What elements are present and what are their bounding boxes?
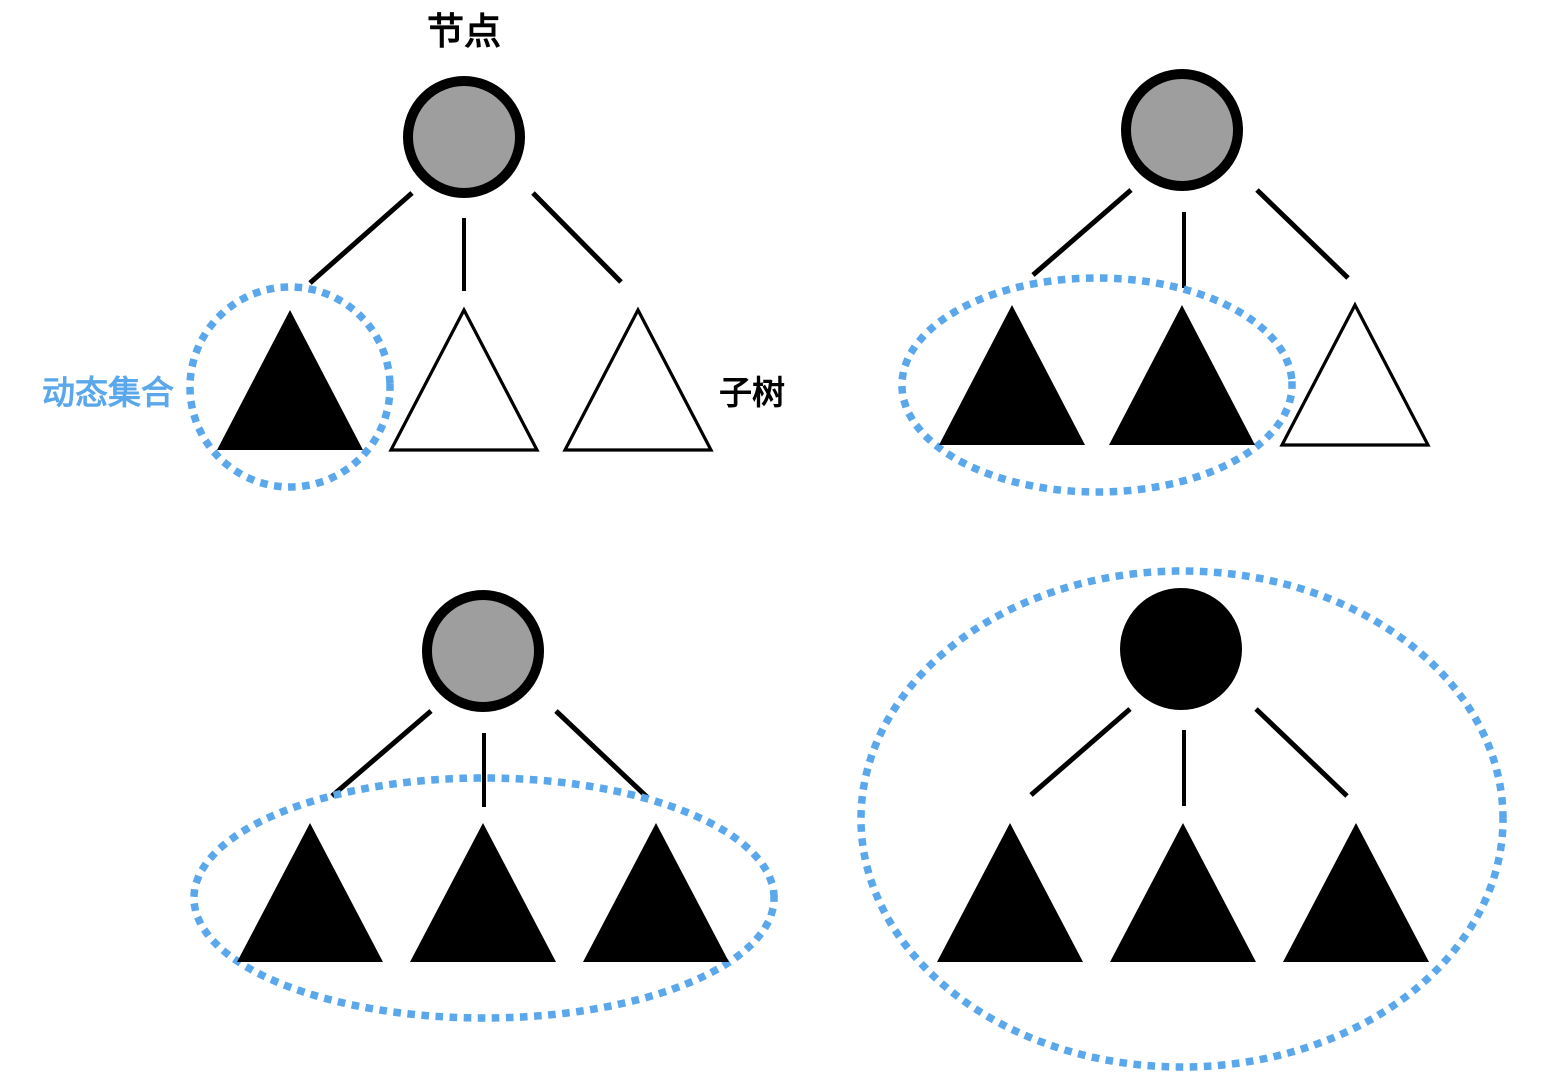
dynamic-set-region bbox=[186, 283, 394, 491]
subtree-label: 子树 bbox=[719, 374, 785, 411]
edge-root-to-child-0 bbox=[330, 709, 433, 798]
node-label: 节点 bbox=[427, 11, 501, 52]
edge-root-to-child-2 bbox=[1255, 188, 1350, 280]
subtree-triangle-selected[interactable] bbox=[410, 823, 556, 962]
panel-bottom-left bbox=[190, 590, 778, 1022]
subtree-triangle[interactable] bbox=[1279, 301, 1431, 447]
dynamic-set-region bbox=[857, 567, 1507, 1071]
panel-top-right bbox=[898, 69, 1431, 496]
dynamic-set-region bbox=[190, 774, 778, 1022]
subtree-triangle-selected[interactable] bbox=[583, 823, 729, 962]
dynamic-set-region bbox=[898, 274, 1296, 496]
subtree-triangle[interactable] bbox=[562, 306, 714, 452]
subtree-triangle-selected[interactable] bbox=[939, 305, 1085, 445]
root-node[interactable] bbox=[422, 590, 544, 712]
edge-root-to-child-0 bbox=[1029, 707, 1132, 797]
dynamic-set-label: 动态集合 bbox=[42, 374, 174, 411]
edge-root-to-child-2 bbox=[1254, 707, 1349, 798]
root-node[interactable] bbox=[1121, 69, 1243, 191]
root-node-selected[interactable] bbox=[1120, 588, 1242, 710]
subtree-triangle[interactable] bbox=[388, 306, 540, 452]
subtree-triangle-selected[interactable] bbox=[937, 823, 1083, 962]
panel-top-left: 节点 动态集合 子树 bbox=[42, 11, 785, 491]
edge-root-to-child-0 bbox=[1031, 188, 1133, 277]
subtree-triangle-selected[interactable] bbox=[1283, 823, 1429, 962]
subtree-triangle-selected[interactable] bbox=[1110, 823, 1256, 962]
subtree-triangle-selected[interactable] bbox=[237, 823, 383, 962]
root-node[interactable] bbox=[403, 76, 525, 198]
subtree-triangle-selected[interactable] bbox=[1109, 305, 1255, 445]
edge-root-to-child-2 bbox=[554, 709, 650, 800]
subtree-triangle-selected[interactable] bbox=[217, 310, 363, 450]
edge-root-to-child-2 bbox=[531, 191, 623, 284]
edge-root-to-child-0 bbox=[308, 191, 414, 285]
panel-bottom-right bbox=[857, 567, 1507, 1071]
